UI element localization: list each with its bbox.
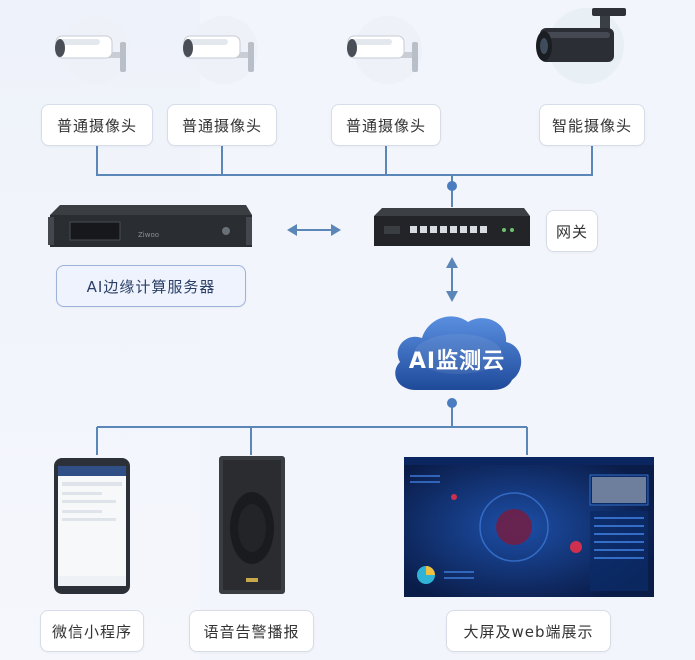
wechat-miniprogram-label: 微信小程序 — [40, 610, 144, 652]
camera-label-3: 普通摄像头 — [331, 104, 441, 146]
edge-server-icon: Ziwoo — [48, 205, 252, 247]
camera-icon — [183, 16, 258, 84]
camera-label-2: 普通摄像头 — [167, 104, 277, 146]
server-brand-text: Ziwoo — [138, 231, 159, 239]
camera-icon — [55, 16, 130, 84]
edge-server-label: AI边缘计算服务器 — [56, 265, 246, 307]
cloud-icon — [395, 316, 522, 390]
speaker-icon — [219, 456, 285, 594]
cloud-label: AI监测云 — [408, 349, 506, 374]
gateway-label: 网关 — [546, 210, 598, 252]
camera-icon — [347, 16, 422, 84]
smart-camera-label: 智能摄像头 — [539, 104, 645, 146]
dashboard-screen-icon — [404, 457, 654, 597]
bigscreen-web-label: 大屏及web端展示 — [446, 610, 611, 652]
camera-label-1: 普通摄像头 — [41, 104, 153, 146]
voice-alarm-label: 语音告警播报 — [189, 610, 314, 652]
smart-camera-icon — [536, 8, 626, 84]
gateway-router-icon — [374, 208, 530, 246]
mobile-phone-icon — [54, 458, 130, 594]
